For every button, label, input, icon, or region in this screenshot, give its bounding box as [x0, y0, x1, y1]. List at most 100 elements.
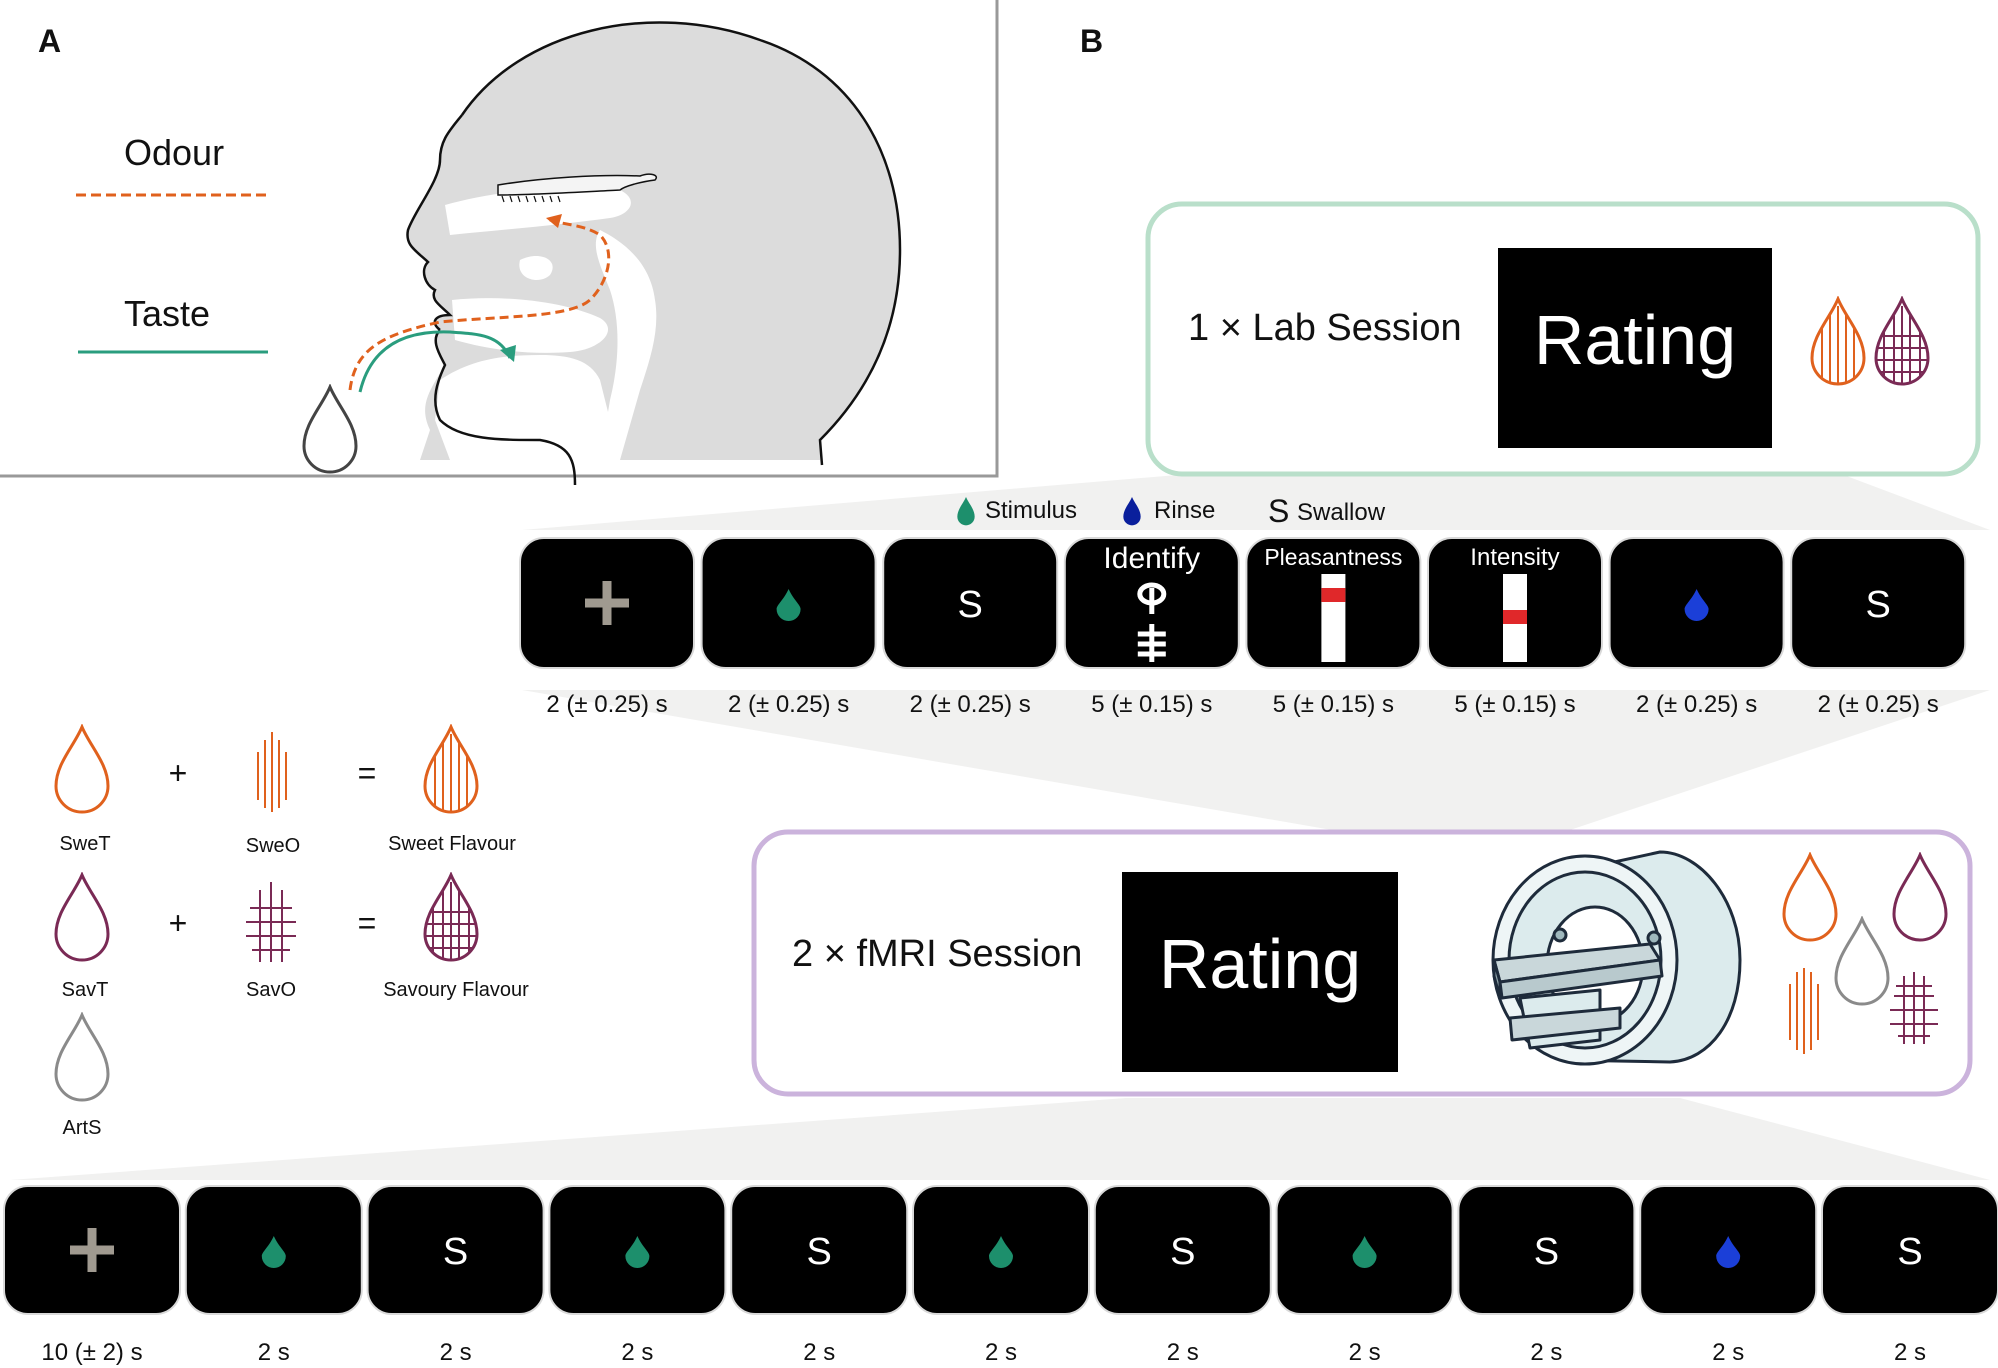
stimulus-drop-icon [625, 1236, 650, 1268]
sweet-flavour-label: Sweet Flavour [388, 833, 516, 855]
fmri-session-title: 2 × fMRI Session [792, 933, 1082, 975]
panel-a: A Odour Taste [0, 0, 999, 486]
lab-screen-8: S [1790, 537, 1967, 669]
swallow-key-label: Swallow [1297, 499, 1386, 526]
rinse-key-label: Rinse [1154, 497, 1215, 524]
savo-label: SavO [246, 979, 296, 1001]
lab-session-box: 1 × Lab Session Rating [1145, 201, 1981, 477]
lab-screen-5: Pleasantness [1245, 537, 1422, 669]
stimuli-legend: SweT + SweO = Sweet Flavour SavT + Sav [54, 725, 529, 1139]
head-silhouette-icon [406, 21, 902, 486]
swallow-symbol: S [1897, 1231, 1922, 1273]
stimulus-key-label: Stimulus [985, 497, 1077, 524]
stimulus-drop-icon [1352, 1236, 1377, 1268]
lab-duration-label: 2 (± 0.25) s [1818, 691, 1939, 718]
panel-a-label: A [38, 23, 61, 59]
fmri-screen-3: S [366, 1185, 545, 1315]
stimulus-drop-icon [261, 1236, 286, 1268]
lab-screen-7 [1608, 537, 1785, 669]
lab-duration-label: 2 (± 0.25) s [546, 691, 667, 718]
rinse-drop-icon [1716, 1236, 1741, 1268]
fmri-screen-9: S [1457, 1185, 1636, 1315]
lab-rating-screen [1498, 248, 1772, 448]
fmri-duration-label: 2 s [1349, 1339, 1381, 1366]
sweet-flavour-legend-drop-icon [423, 725, 479, 814]
odour-path [348, 218, 611, 391]
fmri-session-box: 2 × fMRI Session Rating [751, 829, 1973, 1097]
savoury-odour-icon [1890, 972, 1938, 1044]
equals-sign: = [358, 755, 377, 791]
fmri-screen-2 [184, 1185, 363, 1315]
fmri-duration-label: 2 s [803, 1339, 835, 1366]
fmri-duration-label: 2 s [621, 1339, 653, 1366]
arts-drop-icon [54, 1013, 110, 1102]
swallow-symbol: S [1866, 584, 1891, 626]
fmri-screen-5: S [730, 1185, 909, 1315]
sweet-odour-icon [1789, 968, 1819, 1054]
mri-scanner-icon [1491, 850, 1742, 1066]
fmri-duration-label: 2 s [1712, 1339, 1744, 1366]
lab-screen-1 [519, 537, 695, 669]
arts-label: ArtS [63, 1117, 102, 1139]
taste-arrowhead-icon [500, 345, 516, 362]
fmri-trial-sequence: 10 (± 2) s 2 s S 2 s 2 s S 2 s 2 s S 2 s 2 s S 2 s 2 … [3, 1185, 1998, 1366]
fmri-duration-label: 2 s [985, 1339, 1017, 1366]
odour-legend-label: Odour [124, 132, 224, 173]
fmri-duration-label: 10 (± 2) s [41, 1339, 142, 1366]
lab-screen-2 [700, 537, 877, 669]
swallow-symbol: S [443, 1231, 468, 1273]
fmri-screen-8 [1275, 1185, 1454, 1315]
drop-icon [302, 385, 358, 474]
fixation-cross-icon [585, 581, 629, 625]
taste-legend-label: Taste [124, 293, 210, 334]
fmri-screen-10 [1639, 1185, 1818, 1315]
lab-trial-sequence: 2 (± 0.25) s 2 (± 0.25) s S 2 (± 0.25) s Ide… [519, 537, 1967, 718]
swallow-symbol: S [807, 1231, 832, 1273]
rating-scale-bar [1321, 574, 1346, 662]
rating-scale-marker [1321, 588, 1346, 602]
fmri-screen-1 [3, 1185, 181, 1315]
lab-screen-3: S [882, 537, 1059, 669]
rinse-drop-icon [1684, 589, 1709, 621]
scale-title: Pleasantness [1264, 544, 1402, 570]
savt-drop-icon [54, 873, 110, 962]
panel-b-label: B [1080, 23, 1103, 59]
fmri-duration-label: 2 s [440, 1339, 472, 1366]
fmri-screen-4 [548, 1185, 727, 1315]
swet-drop-icon [54, 725, 110, 814]
fmri-rating-text: Rating [1159, 925, 1361, 1003]
fmri-duration-label: 2 s [258, 1339, 290, 1366]
swallow-symbol: S [958, 584, 983, 626]
symbol-key: Stimulus Rinse S Swallow [957, 493, 1386, 529]
identify-symbols-icon [1137, 582, 1167, 662]
fmri-rating-screen [1122, 872, 1398, 1072]
funnel-shading [10, 448, 1990, 1180]
savoury-flavour-label: Savoury Flavour [383, 979, 529, 1001]
swet-label: SweT [59, 833, 110, 855]
lab-duration-label: 5 (± 0.15) s [1273, 691, 1394, 718]
plus-sign: + [169, 755, 188, 791]
lab-screen-6: Intensity [1427, 537, 1603, 669]
lab-session-title: 1 × Lab Session [1188, 307, 1462, 349]
savoury-flavour-legend-drop-icon [423, 873, 479, 962]
taste-path [358, 330, 512, 393]
swallow-symbol: S [1534, 1231, 1559, 1273]
lab-rating-text: Rating [1534, 301, 1736, 379]
lab-duration-label: 2 (± 0.25) s [1636, 691, 1757, 718]
swallow-key-symbol: S [1268, 493, 1289, 529]
fmri-duration-label: 2 s [1167, 1339, 1199, 1366]
fmri-screen-7: S [1093, 1185, 1272, 1315]
equals-sign-2: = [358, 905, 377, 941]
fmri-duration-label: 2 s [1530, 1339, 1562, 1366]
stimulus-drop-icon [989, 1236, 1013, 1268]
identify-title: Identify [1103, 542, 1200, 575]
sweo-odour-icon [257, 732, 287, 812]
plus-sign-2: + [169, 905, 188, 941]
lab-screen-4: Identify [1063, 537, 1240, 669]
rating-scale-marker [1503, 610, 1527, 624]
fixation-cross-icon [70, 1228, 114, 1272]
stimulus-drop-icon [776, 589, 801, 621]
lab-duration-label: 2 (± 0.25) s [728, 691, 849, 718]
swallow-symbol: S [1170, 1231, 1195, 1273]
